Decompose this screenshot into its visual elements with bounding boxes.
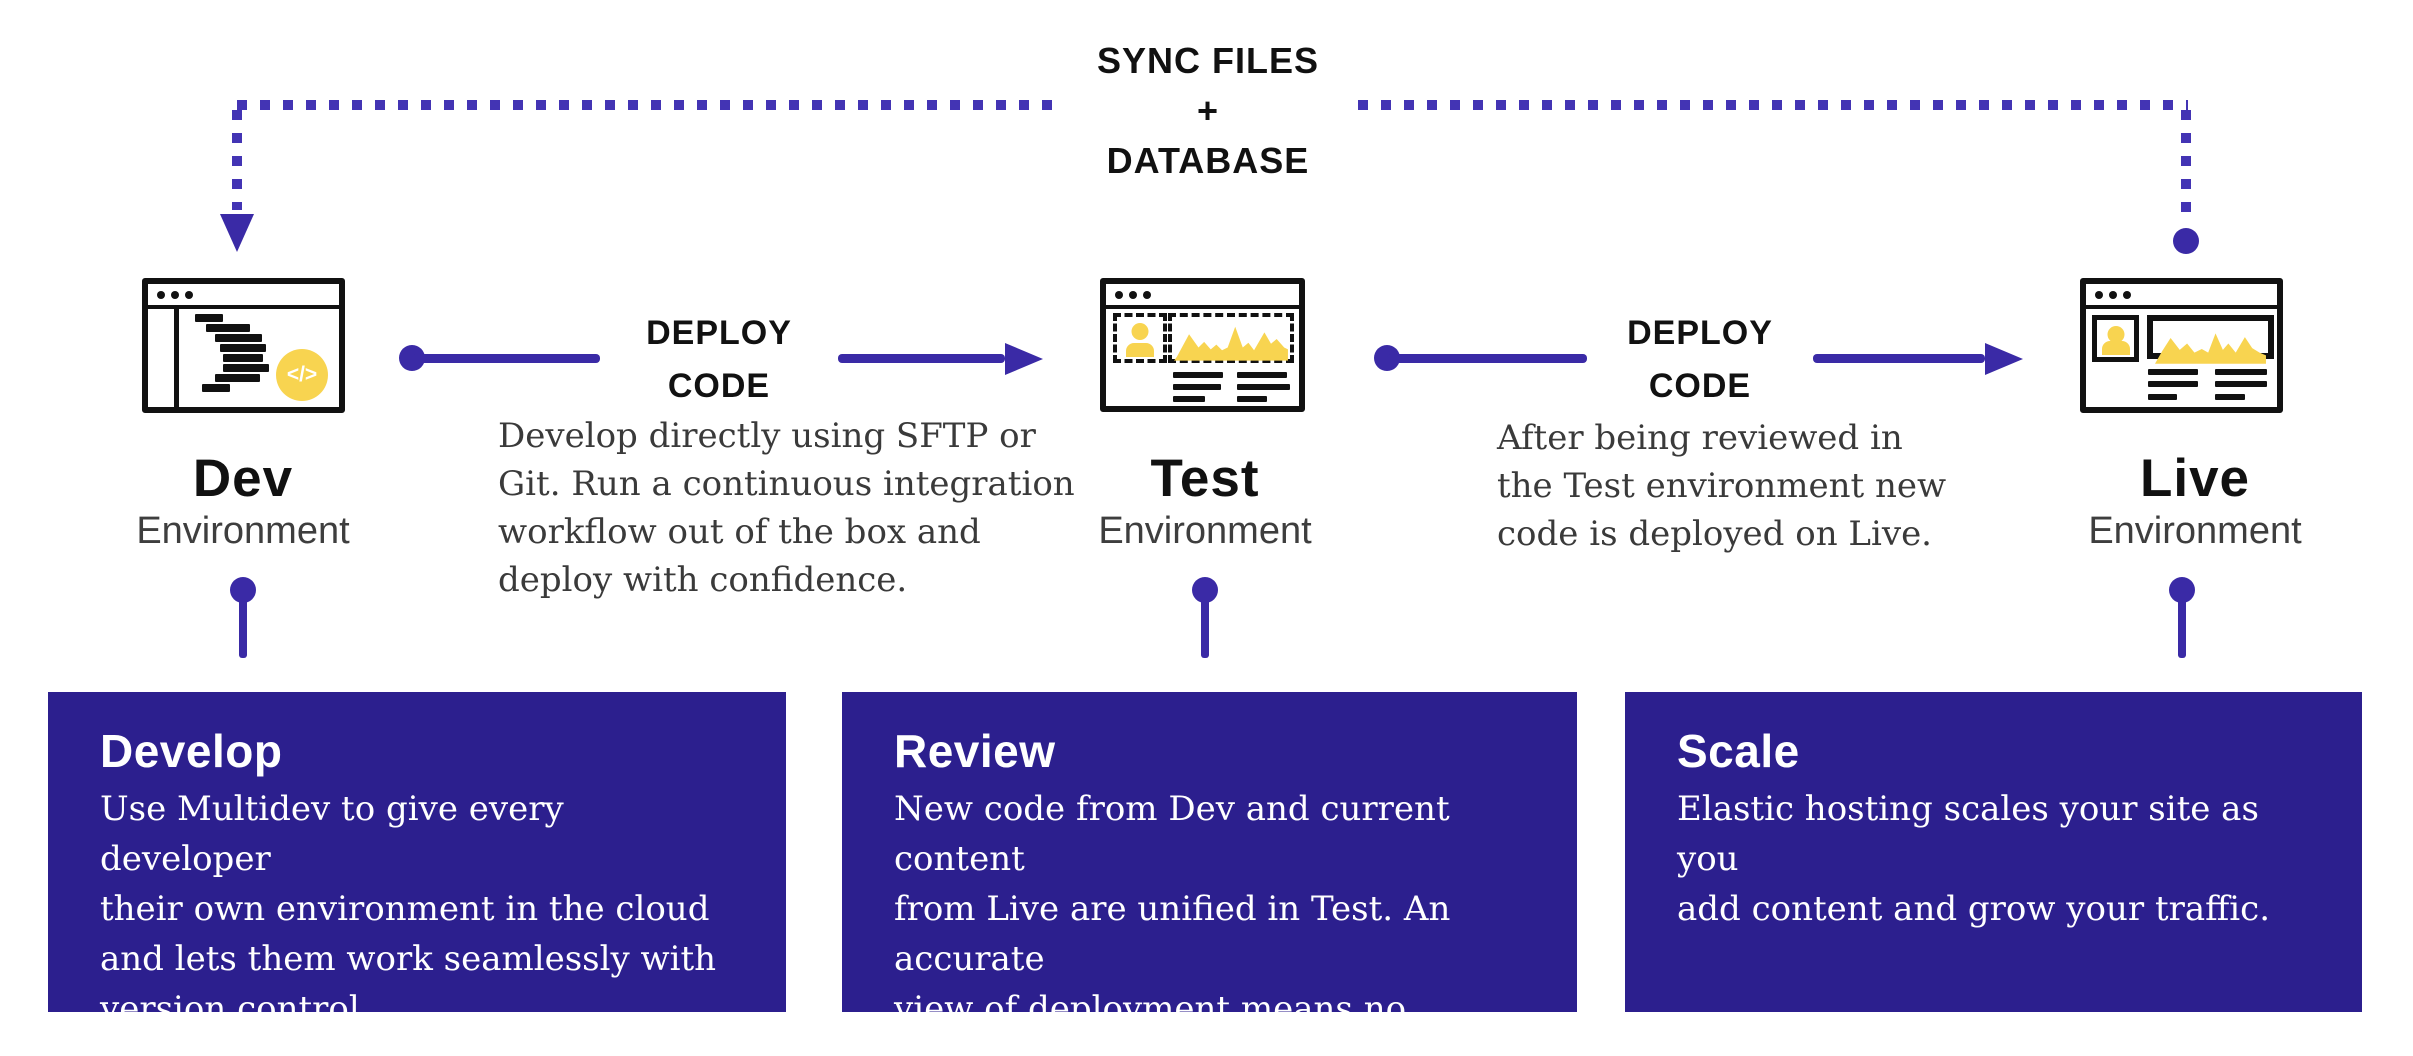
card-title: Scale <box>1677 725 1800 777</box>
connector-line <box>2178 598 2186 658</box>
text-line <box>2148 369 2198 375</box>
live-environment-label: Live Environment <box>1995 450 2395 554</box>
avatar-image-icon <box>2092 315 2139 362</box>
deploy-label-line2: CODE <box>1648 367 1752 405</box>
text-line <box>2215 381 2267 387</box>
window-dot-icon <box>2109 290 2117 299</box>
arrowhead-right-icon <box>1985 343 2023 375</box>
text-line <box>2148 394 2177 400</box>
text-line <box>1237 384 1290 390</box>
card-title: Review <box>894 725 1056 777</box>
review-card: Review New code from Dev and current con… <box>842 692 1577 1056</box>
sync-dotted-line-right <box>1358 100 2188 110</box>
dev-window-titlebar <box>148 284 339 309</box>
deploy-label-line2: CODE <box>667 367 771 405</box>
sync-label-line1: SYNC FILES <box>1096 40 1320 81</box>
code-line <box>223 364 269 372</box>
sync-arrowhead-down-icon <box>220 214 254 252</box>
sync-label-plus: + <box>1196 90 1220 131</box>
live-website-window-icon <box>2080 278 2283 413</box>
chart-placeholder-icon <box>1168 313 1294 363</box>
develop-card: Develop Use Multidev to give every devel… <box>48 692 786 1029</box>
window-dot-icon <box>1143 290 1151 299</box>
deploy-arrow-line <box>838 354 1005 363</box>
sync-label-line3: DATABASE <box>1106 140 1310 181</box>
sync-origin-dot <box>2173 228 2199 254</box>
dev-window-body: </> <box>148 309 339 407</box>
sync-label: SYNC FILES + DATABASE <box>1058 36 1358 186</box>
env-name: Dev <box>192 449 294 508</box>
live-window-titlebar <box>2086 284 2277 309</box>
window-dot-icon <box>2095 290 2103 299</box>
connector-line <box>239 598 247 658</box>
dev-environment-label: Dev Environment <box>43 450 443 554</box>
text-line <box>1237 396 1267 402</box>
window-dot-icon <box>157 290 165 299</box>
code-line <box>220 344 266 352</box>
scale-card: Scale Elastic hosting scales your site a… <box>1625 692 2362 1012</box>
text-line <box>1173 396 1205 402</box>
deploy-arrow-line <box>1813 354 1985 363</box>
person-icon <box>1131 323 1149 340</box>
mountains-graphic-icon <box>1174 326 1288 361</box>
avatar-placeholder-icon <box>1113 313 1167 363</box>
env-name: Live <box>2139 449 2251 508</box>
deploy-description-2: After being reviewed in the Test environ… <box>1497 418 1947 554</box>
deploy-code-label: DEPLOY CODE <box>1550 307 1850 413</box>
env-sublabel: Environment <box>136 510 350 552</box>
code-line <box>215 374 260 382</box>
code-line <box>195 314 223 322</box>
text-line <box>2215 369 2267 375</box>
text-line <box>1237 372 1287 378</box>
card-body: Elastic hosting scales your site as you … <box>1677 789 2271 929</box>
deploy-description-1: Develop directly using SFTP or Git. Run … <box>498 416 1075 600</box>
dev-code-editor-window-icon: </> <box>142 278 345 413</box>
test-window-titlebar <box>1106 284 1299 309</box>
code-line <box>223 354 263 362</box>
code-line <box>206 324 250 332</box>
deploy-label-line1: DEPLOY <box>1627 314 1773 352</box>
deploy-code-label: DEPLOY CODE <box>569 307 869 413</box>
deploy-arrow-line <box>1387 354 1587 363</box>
editor-sidebar <box>148 309 179 407</box>
window-dot-icon <box>185 290 193 299</box>
connector-line <box>1201 598 1209 658</box>
code-line <box>215 334 262 342</box>
mountains-graphic-icon <box>2155 333 2266 364</box>
sync-dotted-drop-to-dev <box>232 110 242 210</box>
text-line <box>2215 394 2245 400</box>
text-line <box>1173 384 1221 390</box>
arrowhead-right-icon <box>1005 343 1043 375</box>
window-dot-icon <box>1129 290 1137 299</box>
test-environment-label: Test Environment <box>1005 450 1405 554</box>
window-dot-icon <box>2123 290 2131 299</box>
sync-dotted-line-left <box>237 100 1052 110</box>
code-line <box>202 384 230 392</box>
deploy-label-line1: DEPLOY <box>646 314 792 352</box>
card-title: Develop <box>100 725 283 777</box>
env-name: Test <box>1150 449 1260 508</box>
person-icon <box>2107 326 2124 343</box>
text-line <box>1173 372 1223 378</box>
live-window-body <box>2086 309 2277 407</box>
code-badge-icon: </> <box>276 349 328 401</box>
test-window-body <box>1106 309 1299 406</box>
env-sublabel: Environment <box>1098 510 1312 552</box>
window-dot-icon <box>171 290 179 299</box>
test-dashboard-window-icon <box>1100 278 1305 412</box>
window-dot-icon <box>1115 290 1123 299</box>
deploy-arrow-line <box>412 354 600 363</box>
card-body: Use Multidev to give every developer the… <box>100 789 717 1029</box>
sync-dotted-drop-from-live <box>2181 110 2191 224</box>
env-sublabel: Environment <box>2088 510 2302 552</box>
text-line <box>2148 381 2198 387</box>
hero-image-icon <box>2147 315 2274 364</box>
card-body: New code from Dev and current content fr… <box>894 789 1451 1056</box>
